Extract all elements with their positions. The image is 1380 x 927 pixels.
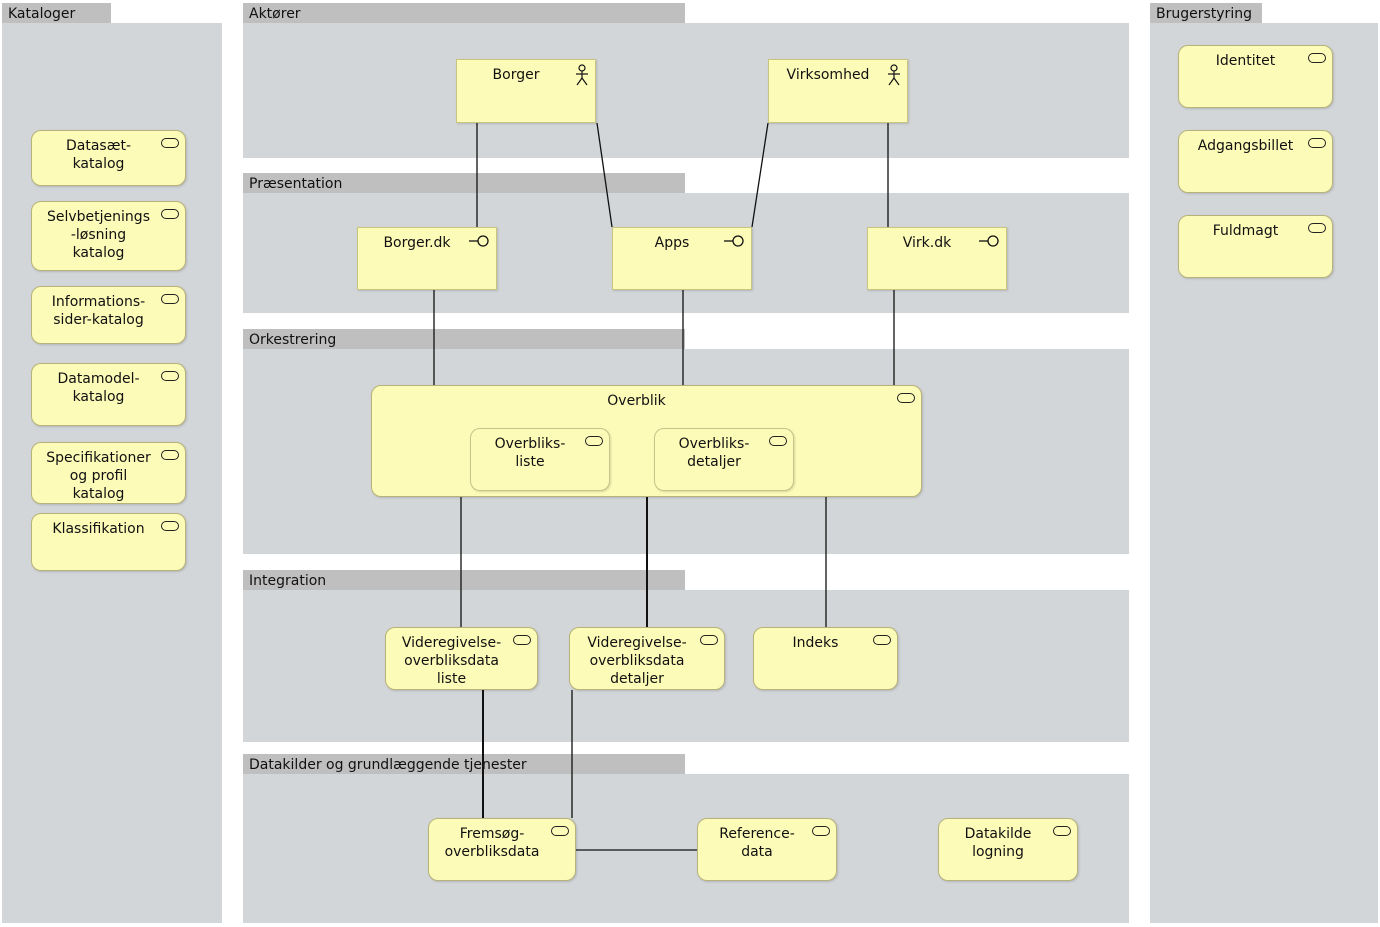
apps-label: Apps bbox=[654, 235, 690, 251]
actor-icon bbox=[888, 64, 900, 86]
specifikationer-katalog-label: Specifikationer og profil katalog bbox=[46, 450, 151, 502]
service-icon bbox=[161, 209, 179, 219]
actor-borger[interactable]: Borger bbox=[456, 59, 596, 123]
overbliks-detaljer-service[interactable]: Overbliks- detaljer bbox=[654, 428, 794, 491]
service-icon bbox=[161, 294, 179, 304]
klassifikation-label: Klassifikation bbox=[52, 521, 145, 537]
service-icon bbox=[161, 521, 179, 531]
fuldmagt-label: Fuldmagt bbox=[1212, 223, 1279, 239]
service-icon bbox=[1308, 53, 1326, 63]
identitet-service[interactable]: Identitet bbox=[1178, 45, 1333, 108]
apps-interface[interactable]: Apps bbox=[612, 227, 752, 290]
fremsoeg-service[interactable]: Fremsøg- overbliksdata bbox=[428, 818, 576, 881]
interface-icon bbox=[979, 235, 999, 247]
overbliks-liste-label: Overbliks- liste bbox=[494, 436, 566, 470]
layer-tab-orkestrering: Orkestrering bbox=[243, 329, 685, 349]
datasaet-katalog[interactable]: Datasæt- katalog bbox=[31, 130, 186, 186]
layer-tab-integration: Integration bbox=[243, 570, 685, 590]
referencedata-service[interactable]: Reference- data bbox=[697, 818, 837, 881]
overbliks-liste-service[interactable]: Overbliks- liste bbox=[470, 428, 610, 491]
adgangsbillet-service[interactable]: Adgangsbillet bbox=[1178, 130, 1333, 193]
datakilde-logning-label: Datakilde logning bbox=[964, 826, 1032, 860]
overblik-label: Overblik bbox=[607, 393, 666, 409]
identitet-label: Identitet bbox=[1215, 53, 1276, 69]
informationssider-katalog[interactable]: Informations- sider-katalog bbox=[31, 286, 186, 344]
indeks-service[interactable]: Indeks bbox=[753, 627, 898, 690]
service-icon bbox=[513, 635, 531, 645]
service-icon bbox=[1308, 138, 1326, 148]
service-icon bbox=[1308, 223, 1326, 233]
service-icon bbox=[897, 393, 915, 403]
datamodel-katalog-label: Datamodel- katalog bbox=[57, 371, 140, 405]
interface-icon bbox=[469, 235, 489, 247]
selvbetjeningslosning-katalog[interactable]: Selvbetjenings -løsning katalog bbox=[31, 201, 186, 271]
service-icon bbox=[873, 635, 891, 645]
referencedata-label: Reference- data bbox=[719, 826, 795, 860]
service-icon bbox=[161, 450, 179, 460]
actor-virksomhed-label: Virksomhed bbox=[786, 67, 870, 83]
overbliks-detaljer-label: Overbliks- detaljer bbox=[678, 436, 750, 470]
service-icon bbox=[1053, 826, 1071, 836]
adgangsbillet-label: Adgangsbillet bbox=[1197, 138, 1294, 154]
selvbetjeningslosning-katalog-label: Selvbetjenings -løsning katalog bbox=[47, 209, 150, 261]
service-icon bbox=[585, 436, 603, 446]
service-icon bbox=[812, 826, 830, 836]
videregivelse-detaljer-label: Videregivelse- overbliksdata detaljer bbox=[587, 635, 687, 687]
service-icon bbox=[161, 138, 179, 148]
indeks-label: Indeks bbox=[792, 635, 839, 651]
borger-dk-interface[interactable]: Borger.dk bbox=[357, 227, 497, 290]
borger-dk-label: Borger.dk bbox=[383, 235, 451, 251]
fremsoeg-label: Fremsøg- overbliksdata bbox=[444, 826, 540, 860]
actor-virksomhed[interactable]: Virksomhed bbox=[768, 59, 908, 123]
datasaet-katalog-label: Datasæt- katalog bbox=[65, 138, 131, 172]
layer-tab-datakilder: Datakilder og grundlæggende tjenester bbox=[243, 754, 685, 774]
actor-borger-label: Borger bbox=[492, 67, 540, 83]
datakilde-logning-service[interactable]: Datakilde logning bbox=[938, 818, 1078, 881]
layer-tab-brugerstyring: Brugerstyring bbox=[1150, 3, 1262, 23]
fuldmagt-service[interactable]: Fuldmagt bbox=[1178, 215, 1333, 278]
videregivelse-detaljer-service[interactable]: Videregivelse- overbliksdata detaljer bbox=[569, 627, 725, 690]
layer-tab-praesentation: Præsentation bbox=[243, 173, 685, 193]
layer-zone-aktorer bbox=[243, 23, 1129, 158]
interface-icon bbox=[724, 235, 744, 247]
layer-tab-aktorer: Aktører bbox=[243, 3, 685, 23]
videregivelse-liste-label: Videregivelse- overbliksdata liste bbox=[401, 635, 502, 687]
service-icon bbox=[700, 635, 718, 645]
videregivelse-liste-service[interactable]: Videregivelse- overbliksdata liste bbox=[385, 627, 538, 690]
actor-icon bbox=[576, 64, 588, 86]
virk-dk-interface[interactable]: Virk.dk bbox=[867, 227, 1007, 290]
datamodel-katalog[interactable]: Datamodel- katalog bbox=[31, 363, 186, 426]
overblik-service[interactable]: Overblik bbox=[371, 385, 922, 497]
klassifikation[interactable]: Klassifikation bbox=[31, 513, 186, 571]
service-icon bbox=[161, 371, 179, 381]
informationssider-katalog-label: Informations- sider-katalog bbox=[51, 294, 146, 328]
layer-tab-kataloger: Kataloger bbox=[2, 3, 111, 23]
virk-dk-label: Virk.dk bbox=[902, 235, 952, 251]
service-icon bbox=[769, 436, 787, 446]
service-icon bbox=[551, 826, 569, 836]
specifikationer-katalog[interactable]: Specifikationer og profil katalog bbox=[31, 442, 186, 504]
